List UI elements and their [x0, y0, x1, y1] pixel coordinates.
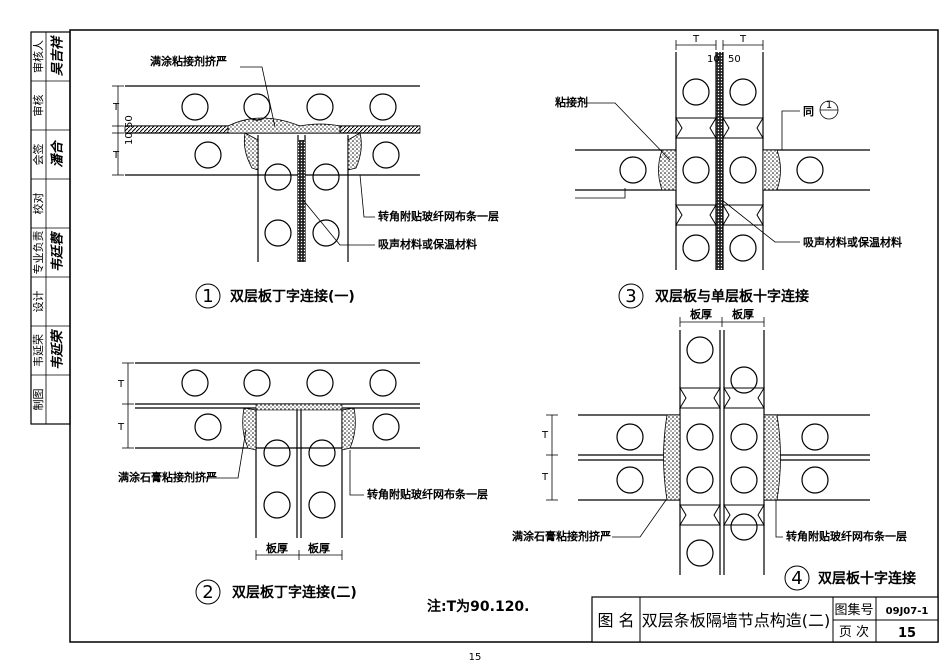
signature-name-6: 韦延荣 [50, 328, 66, 370]
title-block-atlas-value: 09J07-1 [886, 606, 929, 617]
signature-role-1: 审核 [31, 95, 45, 117]
diagram-1 [112, 66, 421, 262]
title-block-name-label: 图 名 [597, 611, 634, 630]
d3-number: 3 [625, 286, 636, 307]
diagram-2 [122, 362, 420, 560]
signature-role-3: 校对 [31, 193, 45, 215]
signature-role-0: 审核人 [31, 40, 45, 73]
d1-number-circle [195, 283, 221, 309]
title-block-page-label: 页 次 [839, 624, 869, 640]
d4-dim-t-bottom: T [541, 472, 549, 483]
d2-dim-t-bottom: T [117, 422, 125, 433]
signature-strip: 审核人吴吉祥审核会签潘合校对专业负责韦廷蓉设计韦延荣韦延荣制图 [30, 31, 71, 425]
d1-label-absorb: 吸声材料或保温材料 [378, 237, 477, 251]
d4-caption: 双层板十字连接 [818, 570, 916, 587]
d4-label-mesh: 转角附贴玻纤网布条一层 [786, 529, 907, 543]
d3-caption: 双层板与单层板十字连接 [655, 288, 809, 305]
d3-dim-10: 10 [707, 54, 720, 65]
signature-role-5: 设计 [32, 291, 45, 313]
d3-dim-t-right: T [739, 34, 747, 45]
d1-dim-t-top: T [112, 102, 120, 113]
d4-label-thick-1: 板厚 [690, 307, 712, 321]
d1-number: 1 [202, 286, 213, 307]
d2-label-thick-2: 板厚 [308, 541, 330, 555]
d2-dim-t-top: T [117, 379, 125, 390]
d4-number-circle [784, 565, 810, 591]
d4-label-thick-2: 板厚 [732, 307, 754, 321]
note: 注:T为90.120. [427, 598, 530, 615]
title-block [591, 596, 939, 643]
signature-role-4: 专业负责 [31, 231, 45, 275]
d3-number-circle [618, 283, 644, 309]
diagram-3 [575, 40, 870, 270]
d1-dim-50: 50 [124, 115, 135, 128]
d3-ref-top: 1 [826, 100, 832, 111]
page-number: 15 [469, 652, 482, 663]
d3-dim-50: 50 [728, 54, 741, 65]
d3-label-same: 同 [803, 105, 814, 118]
d2-caption: 双层板丁字连接(二) [232, 584, 357, 601]
d1-caption: 双层板丁字连接(一) [230, 288, 355, 305]
d4-number: 4 [791, 568, 802, 589]
d3-label-glue: 粘接剂 [555, 95, 588, 109]
d4-dim-t-top: T [541, 430, 549, 441]
d2-label-thick-1: 板厚 [266, 541, 288, 555]
title-block-title: 双层条板隔墙节点构造(二) [642, 611, 831, 630]
diagram-4 [546, 317, 870, 575]
d3-label-absorb: 吸声材料或保温材料 [803, 235, 902, 249]
d1-dim-10: 10 [124, 132, 135, 145]
signature-name-4: 韦廷蓉 [50, 230, 66, 272]
title-block-page-value: 15 [898, 626, 916, 641]
signature-role-6: 韦延荣 [32, 334, 45, 367]
signature-role-2: 会签 [31, 144, 45, 166]
d2-label-mesh: 转角附贴玻纤网布条一层 [367, 487, 488, 501]
signature-name-0: 吴吉祥 [50, 35, 66, 76]
d1-label-mesh: 转角附贴玻纤网布条一层 [378, 209, 499, 223]
d3-dim-t-left: T [692, 34, 700, 45]
sheet-frame [69, 29, 939, 643]
signature-role-7: 制图 [32, 389, 45, 411]
d1-dim-t-bottom: T [112, 150, 120, 161]
d2-number: 2 [202, 582, 213, 603]
d4-label-glue: 满涂石膏粘接剂挤严 [512, 529, 611, 543]
title-block-atlas-label: 图集号 [834, 602, 873, 618]
d2-label-glue: 满涂石膏粘接剂挤严 [118, 470, 217, 484]
signature-name-2: 潘合 [50, 140, 66, 168]
d1-label-glue: 满涂粘接剂挤严 [150, 54, 227, 68]
d2-number-circle [195, 579, 221, 605]
